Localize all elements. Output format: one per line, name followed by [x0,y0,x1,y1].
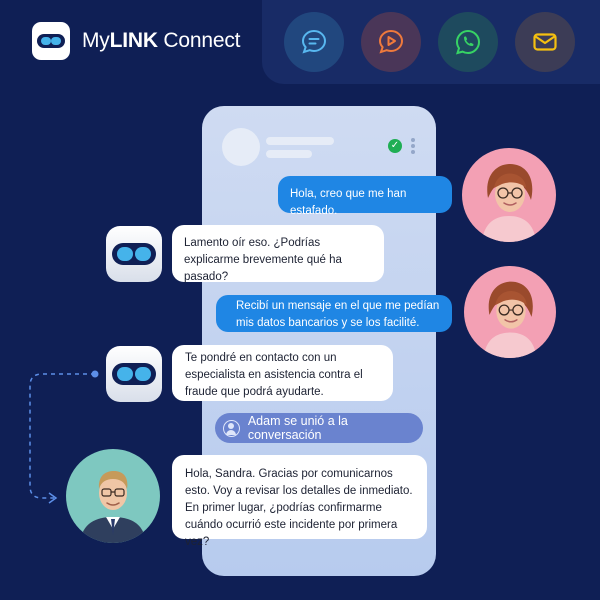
agent-avatar [66,449,160,543]
brand-logo: MyLINK Connect [32,22,240,60]
play-bubble-icon[interactable] [361,12,421,72]
chat-bubble-icon[interactable] [284,12,344,72]
channel-bar [262,0,600,84]
customer-avatar [462,148,556,242]
envelope-icon[interactable] [515,12,575,72]
chatbot-icon [106,226,162,282]
user-message: Hola, creo que me han estafado. [278,176,452,217]
chatbot-icon [106,346,162,402]
contact-status-placeholder [266,150,312,158]
agent-message: Hola, Sandra. Gracias por comunicarnos e… [172,455,427,548]
user-icon [223,419,240,437]
user-message: Recibí un mensaje en el que me pedían mi… [216,295,452,332]
customer-avatar [464,266,556,358]
bot-message: Lamento oír eso. ¿Podrías explicarme bre… [172,225,384,283]
verified-check-icon: ✓ [388,139,402,153]
contact-avatar-placeholder [222,128,260,166]
contact-name-placeholder [266,137,334,145]
brand-name: MyLINK Connect [82,29,241,52]
agent-joined-notice: Adam se unió a la conversación [215,413,423,443]
bot-message: Te pondré en contacto con un especialist… [172,345,393,401]
robot-logo-icon [32,22,70,60]
whatsapp-icon[interactable] [438,12,498,72]
more-options-icon[interactable] [411,138,415,156]
